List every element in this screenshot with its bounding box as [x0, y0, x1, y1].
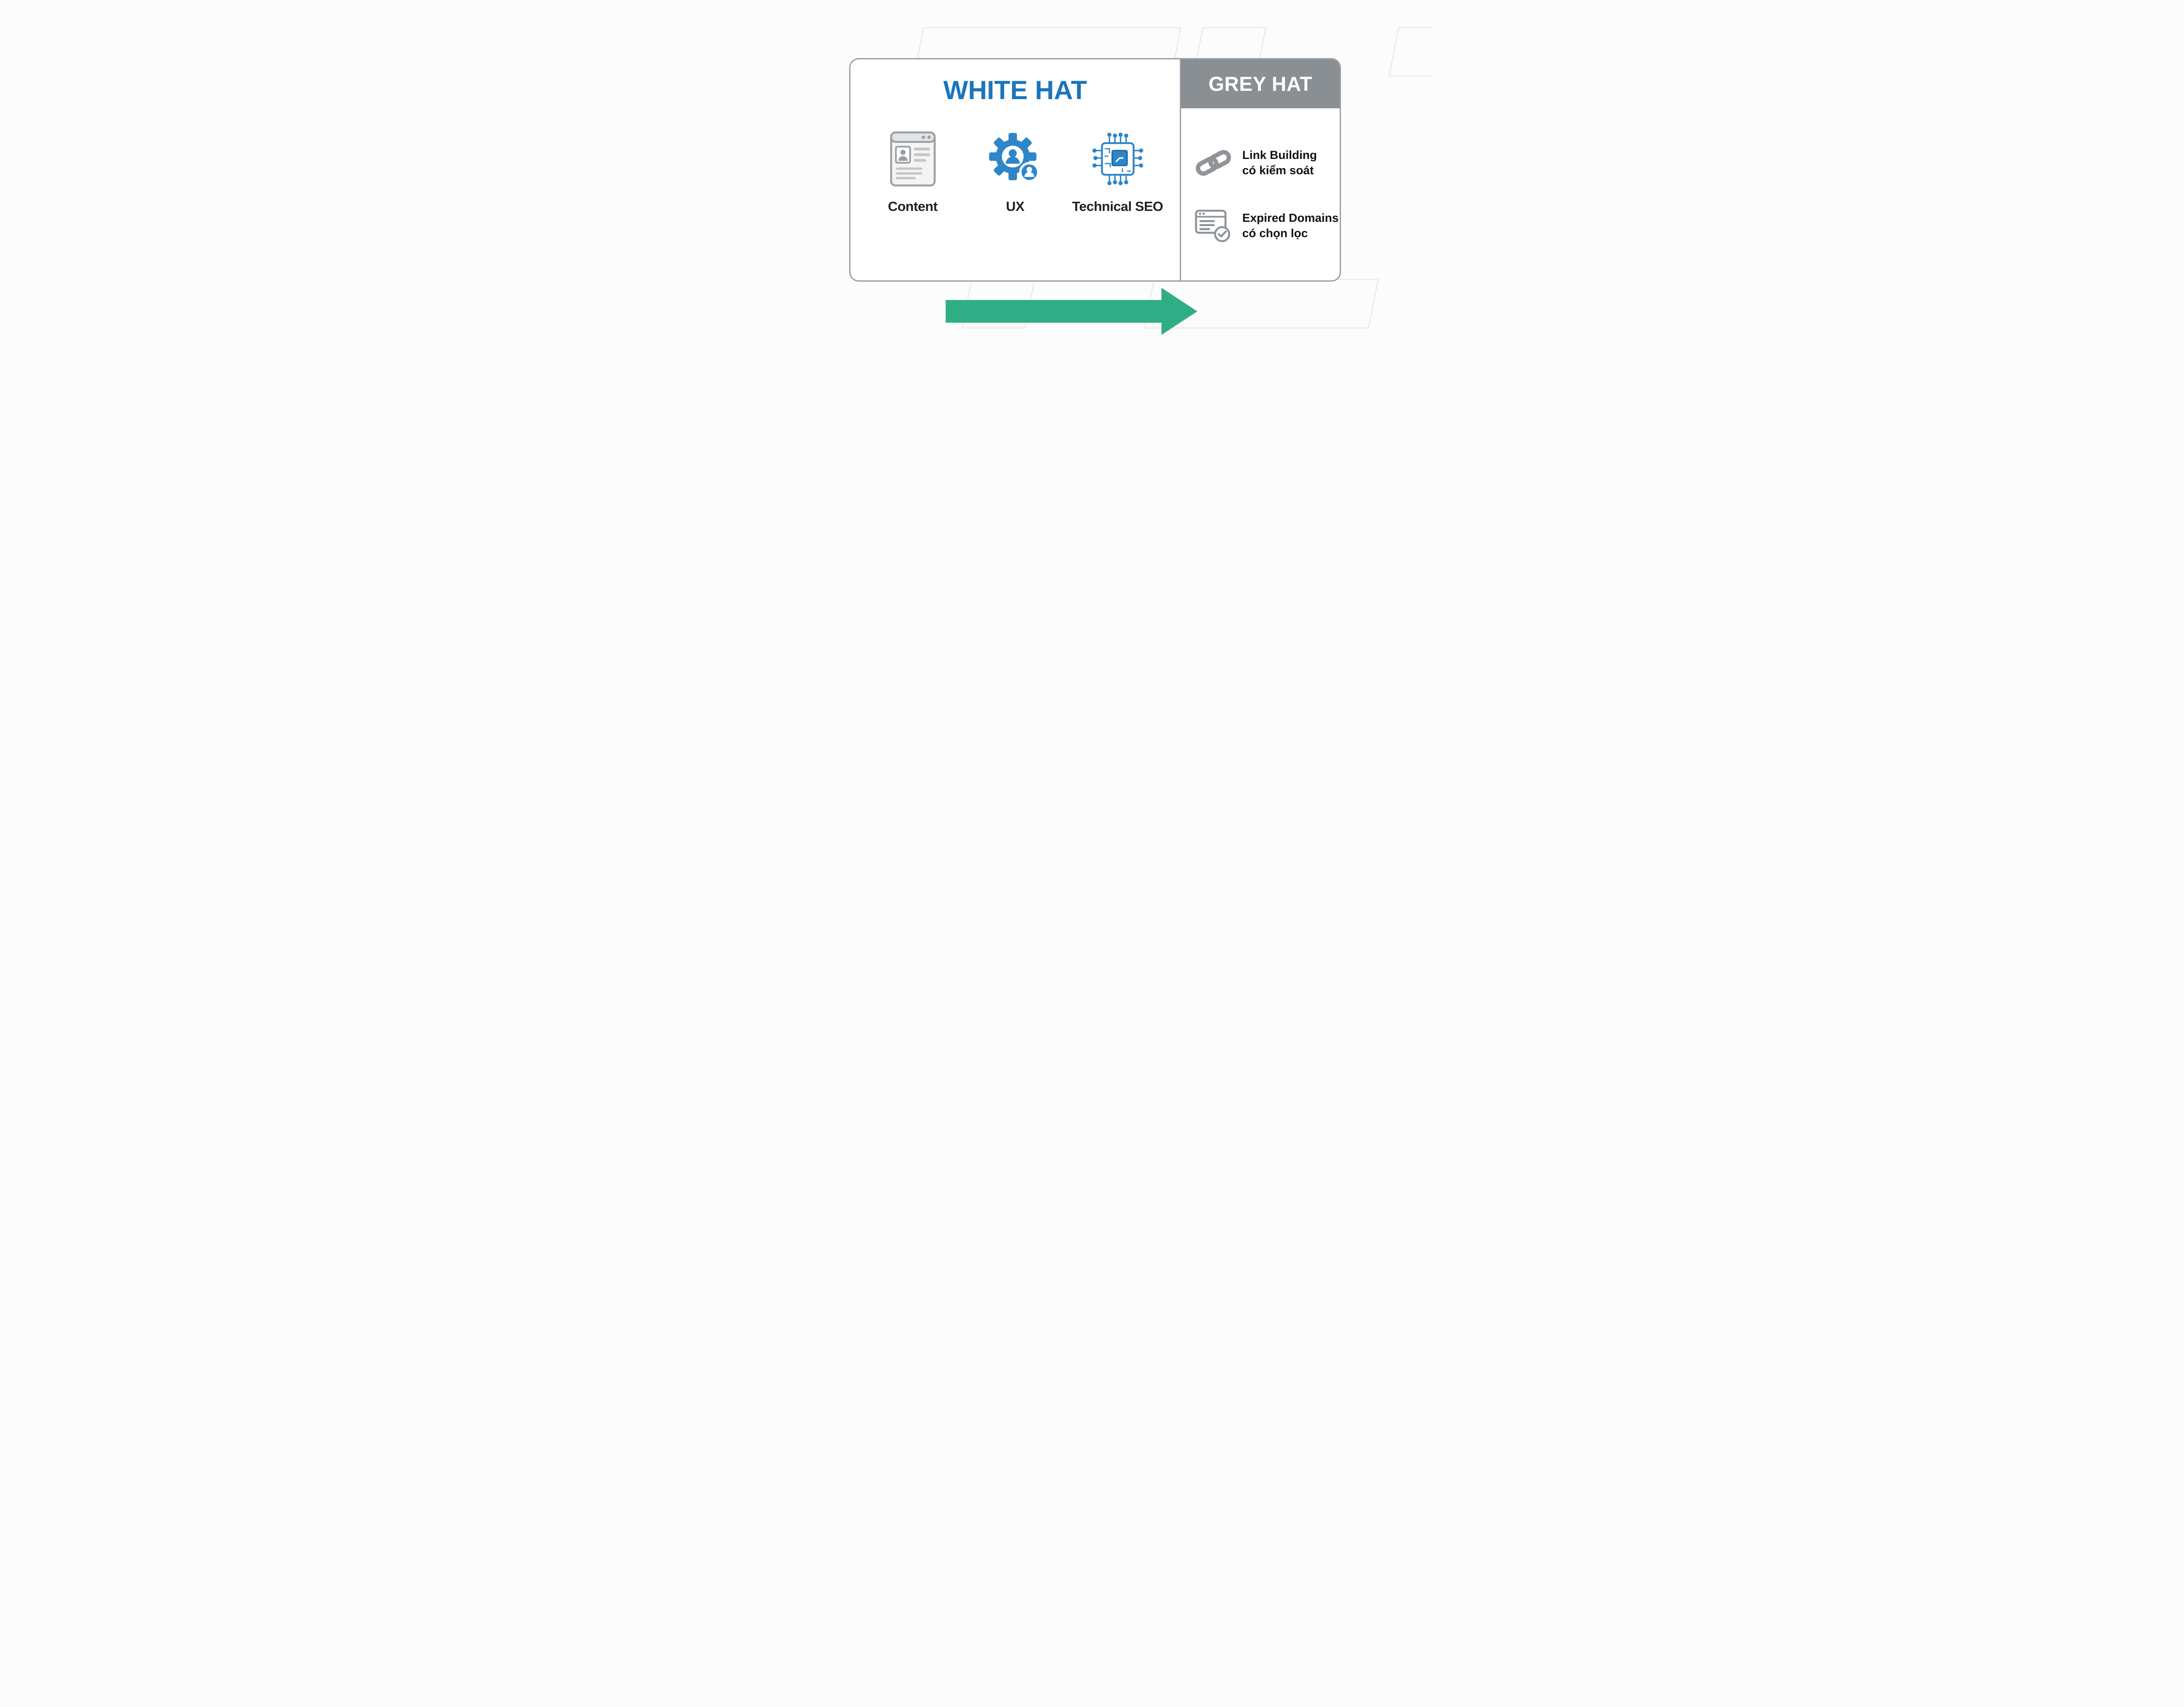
grey-hat-item-line2: có chọn lọc [1242, 227, 1308, 240]
white-hat-section: WHITE HAT [850, 59, 1181, 280]
white-hat-item-technical-seo: Technical SEO [1070, 130, 1166, 214]
expired-domain-check-icon [1193, 206, 1234, 246]
ux-gear-users-icon [987, 130, 1044, 188]
chain-link-icon [1193, 143, 1234, 183]
arrow-body [946, 300, 1161, 323]
white-hat-items: Content [850, 105, 1180, 280]
grey-hat-section: GREY HAT Link Building có ki [1181, 59, 1340, 280]
white-hat-item-label: Content [888, 199, 938, 214]
white-hat-item-content: Content [865, 130, 961, 214]
grey-hat-header: GREY HAT [1181, 59, 1340, 108]
content-document-icon [889, 130, 937, 188]
progress-arrow [946, 288, 1197, 335]
white-hat-item-label: UX [1006, 199, 1025, 214]
grey-hat-item-line1: Expired Domains [1242, 211, 1339, 225]
grey-hat-title: GREY HAT [1208, 72, 1313, 95]
grey-hat-item-expired-domains: Expired Domains có chọn lọc [1193, 206, 1340, 246]
grey-hat-item-text: Expired Domains có chọn lọc [1242, 210, 1339, 241]
grey-hat-item-line2: có kiểm soát [1242, 164, 1314, 177]
grey-hat-items: Link Building có kiểm soát [1181, 108, 1340, 280]
grey-hat-item-text: Link Building có kiểm soát [1242, 148, 1317, 178]
comparison-panel: WHITE HAT [849, 58, 1341, 282]
white-hat-item-ux: UX [967, 130, 1063, 214]
technical-seo-chip-icon [1090, 130, 1146, 188]
arrow-head-icon [1161, 288, 1197, 335]
grey-hat-item-link-building: Link Building có kiểm soát [1193, 143, 1340, 183]
grey-hat-item-line1: Link Building [1242, 148, 1317, 162]
white-hat-title: WHITE HAT [943, 76, 1087, 105]
seo-hats-diagram: TLT WHITE HAT [752, 0, 1432, 398]
white-hat-item-label: Technical SEO [1072, 199, 1163, 214]
